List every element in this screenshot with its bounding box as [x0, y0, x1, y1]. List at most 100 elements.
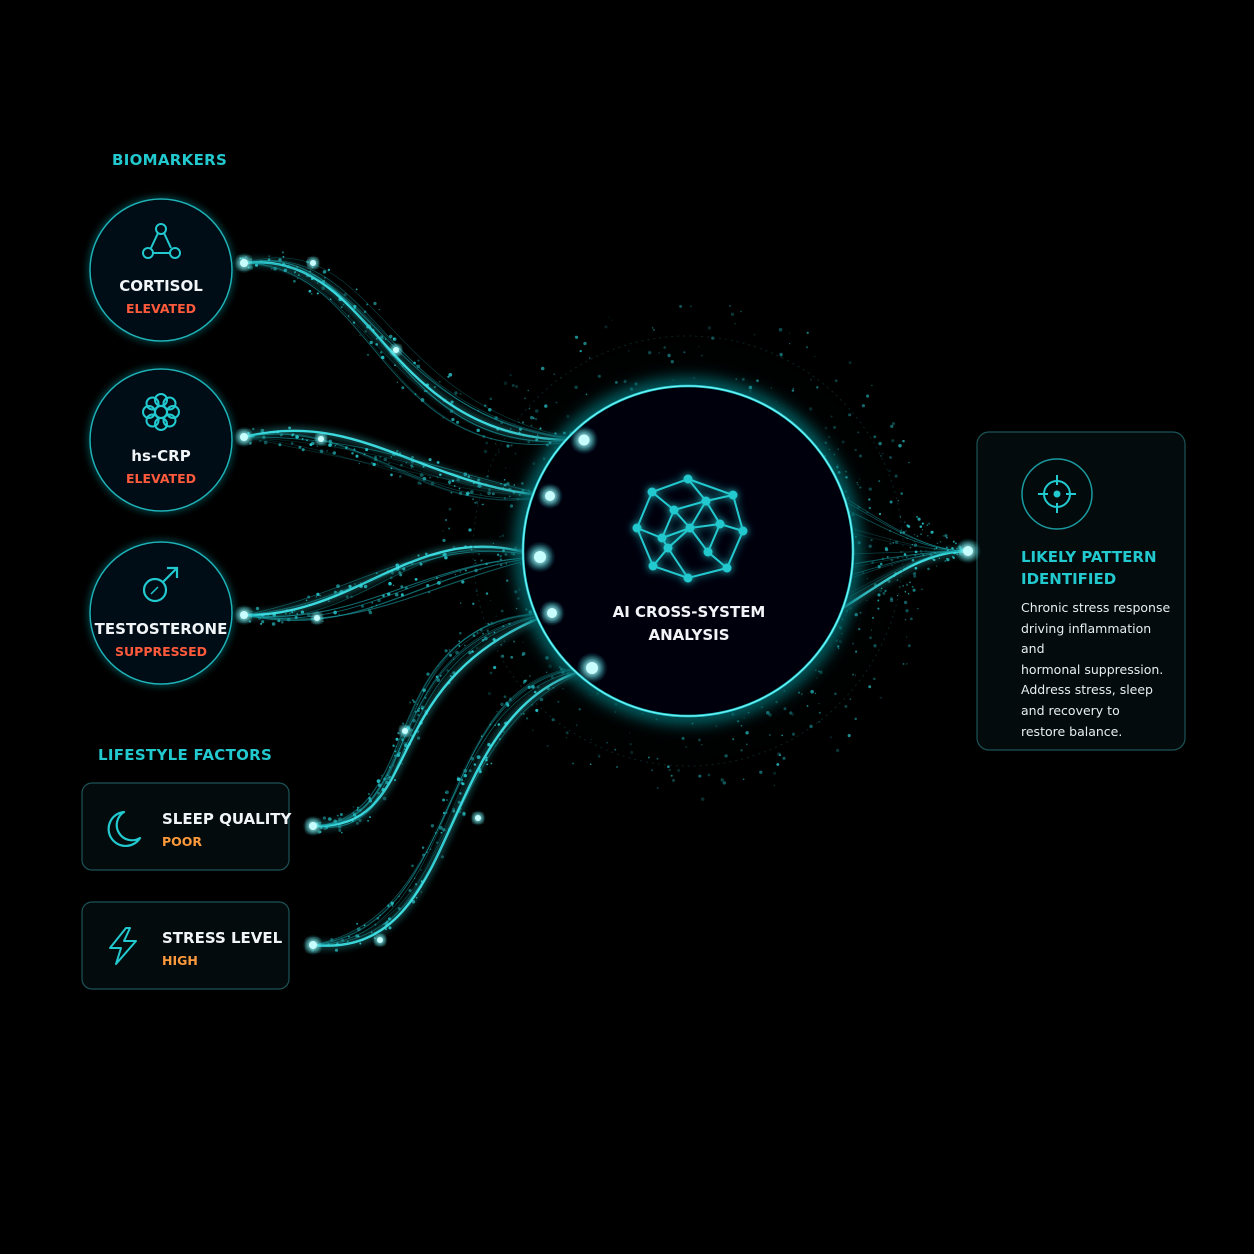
stream-particle: [281, 251, 285, 254]
orb-particle: [898, 443, 902, 448]
orb-particle: [835, 748, 840, 753]
stream-particle: [476, 428, 480, 433]
stream-particle: [420, 869, 422, 871]
analysis-label-line1: AI CROSS-SYSTEM: [612, 603, 766, 621]
stream-particle: [468, 651, 472, 655]
orb-particle: [546, 744, 549, 748]
stream-particle: [297, 274, 300, 277]
biomarker-hs-crp: hs-CRP ELEVATED: [86, 447, 236, 486]
biomarker-node-testosterone: [89, 541, 233, 685]
orb-particle: [583, 341, 587, 346]
stream-particle: [392, 744, 395, 747]
stream-particle: [371, 601, 374, 604]
stream-particle: [421, 846, 425, 849]
stream-particle: [388, 581, 392, 586]
orb-particle: [448, 507, 452, 511]
stream-particle: [449, 675, 452, 678]
stream-particle: [416, 364, 421, 369]
stream-particle: [394, 364, 396, 367]
stream-particle: [417, 713, 420, 717]
stream-particle: [295, 435, 299, 439]
stream-particle: [954, 542, 957, 545]
stream-particle: [356, 922, 358, 925]
stream-particle: [411, 456, 414, 459]
stream-particle: [414, 578, 418, 581]
result-description-line: driving inflammation and: [1021, 620, 1152, 657]
stream-particle: [327, 817, 332, 821]
stream-particle: [372, 462, 376, 467]
stream-particle: [321, 286, 325, 291]
orb-particle: [778, 327, 783, 332]
stream-particle: [459, 792, 462, 795]
orb-particle: [604, 325, 608, 329]
orb-particle: [453, 479, 455, 482]
stream-particle: [366, 353, 370, 356]
stream-particle: [316, 292, 319, 295]
connection-node: [475, 815, 481, 821]
stream-particle: [383, 457, 388, 462]
orb-particle: [689, 305, 693, 308]
stream-particle: [420, 482, 422, 485]
stream-particle: [263, 440, 268, 445]
stream-particle: [285, 613, 287, 615]
stream-particle: [291, 434, 294, 437]
stream-particle: [271, 622, 276, 626]
orb-particle: [814, 355, 816, 358]
result-title-line1: LIKELY PATTERN: [1021, 548, 1157, 566]
stream-particle: [297, 277, 299, 280]
orb-particle: [448, 527, 451, 530]
orb-particle: [759, 770, 763, 774]
stream-particle: [430, 481, 435, 486]
stream-particle: [353, 448, 356, 451]
orb-particle: [532, 729, 534, 732]
stream-particle: [307, 595, 311, 599]
stream-particle: [448, 480, 452, 484]
stream-particle: [379, 351, 383, 354]
stream-particle: [397, 907, 401, 910]
stream-particle: [329, 298, 332, 301]
stream-particle: [928, 522, 931, 525]
stream-particle: [452, 807, 456, 811]
orb-particle: [891, 439, 895, 443]
stream-particle: [433, 385, 436, 389]
orb-particle: [891, 422, 896, 426]
stream-particle: [332, 451, 337, 455]
stream-particle: [345, 446, 348, 449]
stream-particle: [436, 678, 441, 682]
stream-particle: [291, 611, 294, 614]
orb-particle: [789, 343, 791, 345]
stream-particle: [454, 391, 458, 395]
result-description-line: hormonal suppression.: [1021, 661, 1164, 677]
neural-network-icon: [632, 474, 748, 583]
stream-particle: [419, 562, 423, 566]
stream-particle: [458, 640, 461, 643]
stream-particle: [951, 547, 954, 550]
stream-particle: [395, 737, 399, 741]
stream-particle: [495, 744, 497, 746]
stream-particle: [322, 816, 326, 820]
stream-particle: [440, 855, 445, 859]
orb-particle: [917, 608, 919, 610]
stream-particle: [390, 473, 393, 477]
stream-particle: [382, 923, 385, 926]
stream-particle: [347, 314, 350, 317]
stream-particle: [255, 606, 260, 611]
stream-particle: [459, 392, 462, 395]
result-description-line: and recovery to: [1021, 702, 1120, 718]
stream-particle: [301, 448, 305, 452]
orb-particle: [679, 304, 683, 308]
stream-particle: [424, 552, 428, 556]
stream-particle: [473, 763, 477, 766]
orb-particle: [866, 394, 870, 398]
orb-particle: [454, 574, 456, 576]
stream-particle: [270, 267, 273, 270]
stream-particle: [334, 444, 337, 447]
result-description-line: Chronic stress response: [1021, 600, 1171, 615]
stream-particle: [488, 407, 492, 412]
stream-particle: [944, 534, 948, 538]
orb-particle: [608, 316, 610, 318]
orb-particle: [854, 717, 857, 721]
connection-node: [393, 347, 399, 353]
stream-particle: [422, 465, 425, 468]
connection-node: [377, 937, 383, 943]
